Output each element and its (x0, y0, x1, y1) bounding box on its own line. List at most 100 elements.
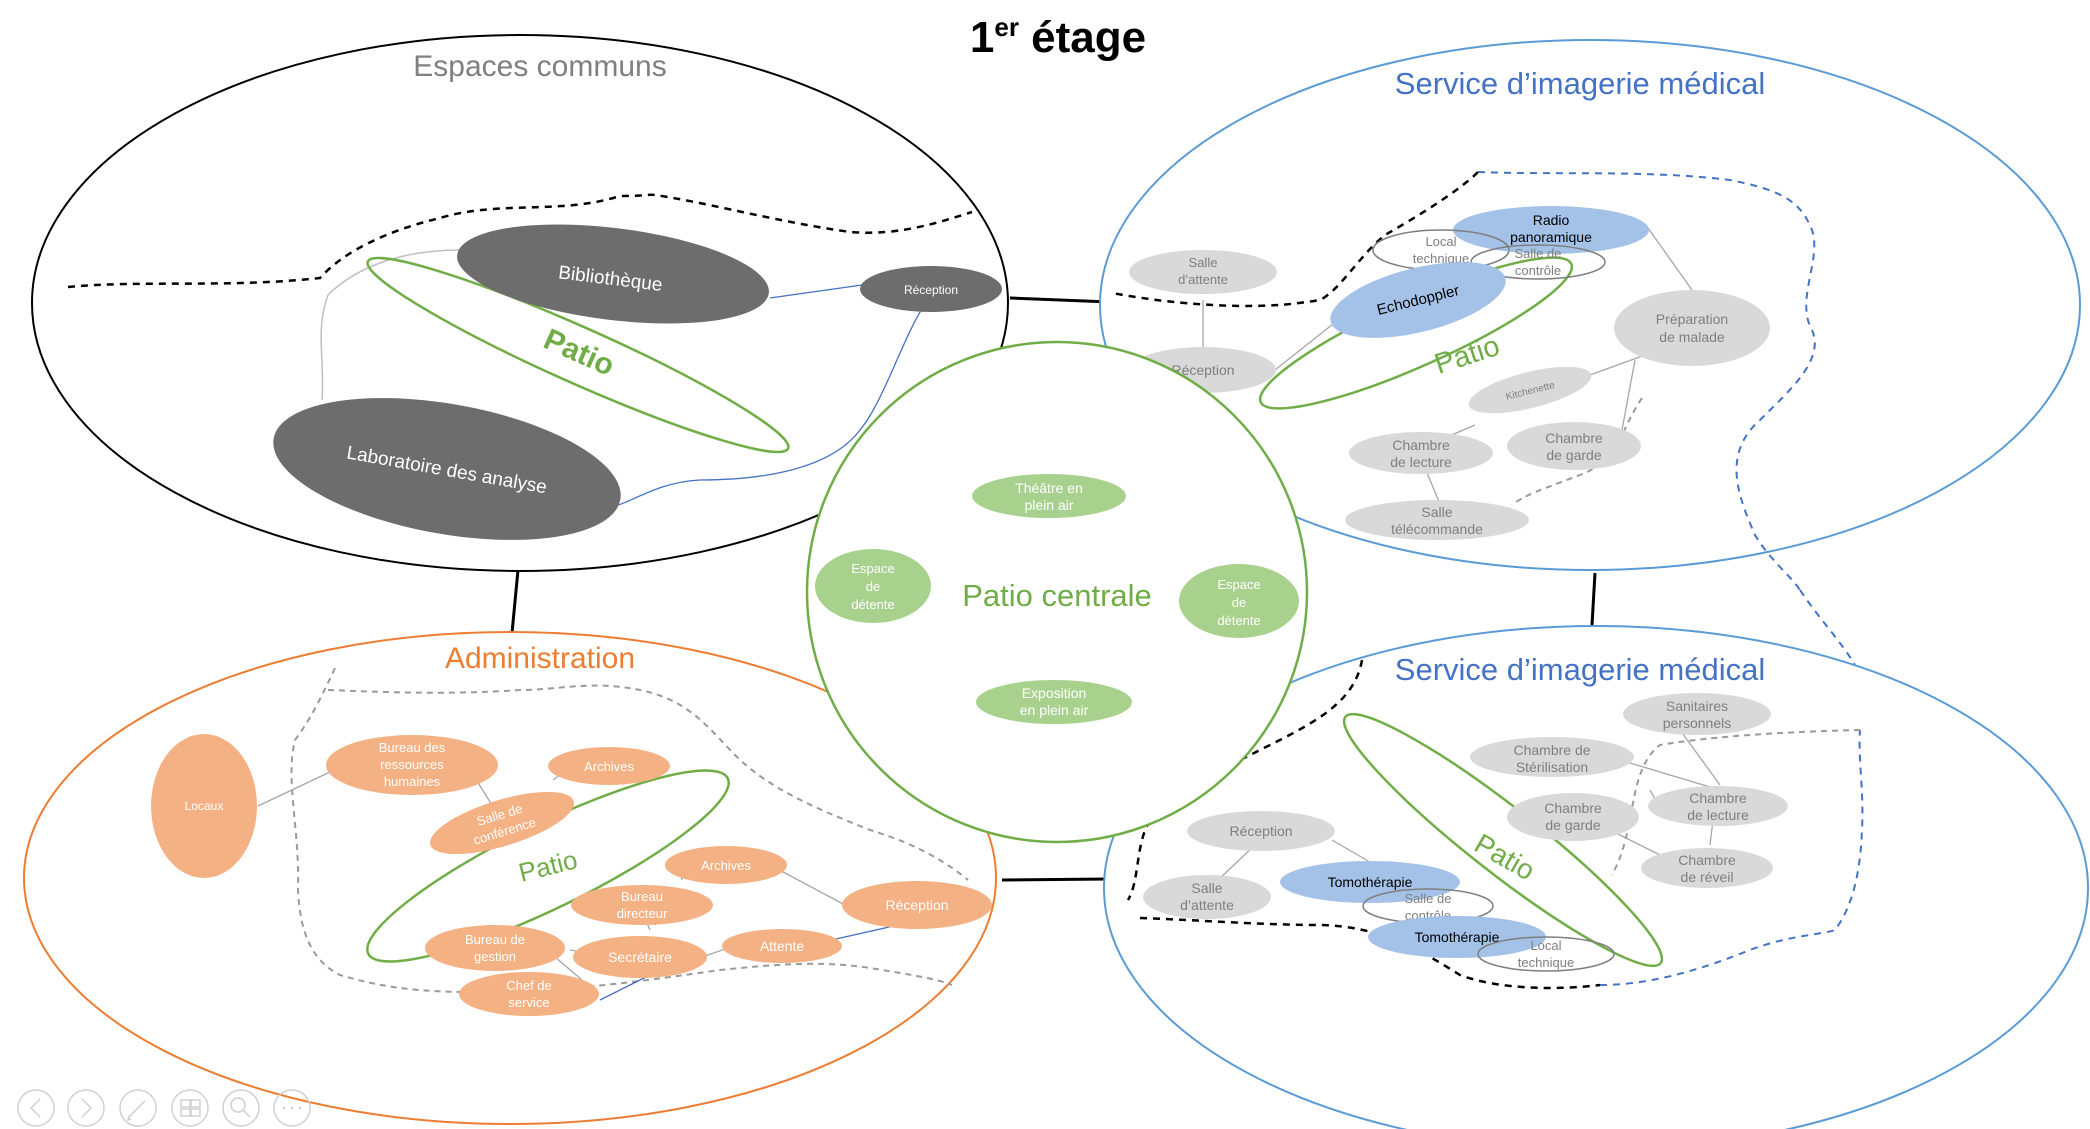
node-label: Tomothérapie (1415, 929, 1500, 945)
node-label: Exposition (1022, 685, 1087, 701)
node-laboratoire (273, 398, 621, 540)
dashed-boundary (1111, 171, 1479, 308)
link-line (769, 284, 863, 299)
node-radio-panoramique (1453, 206, 1649, 254)
node-label: Local (1530, 938, 1561, 953)
cluster-title: Service d’imagerie médical (1395, 66, 1765, 101)
node-label: Espace (851, 561, 894, 576)
connector-communs-centrale (1009, 296, 1111, 304)
node-label: Local (1425, 234, 1456, 249)
node-bureau-rh (326, 735, 498, 795)
node-label: Chef de (506, 978, 552, 993)
node-label: Archives (701, 858, 751, 873)
cluster-boundary (805, 340, 1309, 844)
node-label: Salle (1191, 880, 1222, 896)
node-espace-detente-droite (1179, 564, 1299, 638)
node-chambre-garde (1507, 793, 1639, 841)
node-label: technique (1518, 955, 1574, 970)
node-label: Réception (1171, 362, 1234, 378)
node-reception (860, 266, 1002, 312)
node-salle-attente (1143, 875, 1271, 919)
node-label: ressources (380, 757, 444, 772)
node-label: Salle (1189, 255, 1218, 270)
cluster-boundary (23, 631, 997, 1125)
zoom-icon (230, 1097, 246, 1113)
node-label: de réveil (1681, 869, 1734, 885)
node-chambre-lecture (1349, 432, 1493, 474)
next-slide-button[interactable] (67, 1089, 105, 1127)
node-label: Secrétaire (608, 949, 672, 965)
node-label: Théâtre en (1015, 480, 1083, 496)
node-secretaire (573, 936, 707, 978)
pen-button[interactable] (119, 1089, 157, 1127)
presentation-controls (17, 1089, 311, 1127)
node-label: Salle (1421, 504, 1452, 520)
cluster-boundary (1103, 625, 2089, 1129)
dashed-boundary (1611, 729, 1861, 876)
node-label: Préparation (1656, 311, 1728, 327)
link-line (320, 249, 461, 401)
cluster-patio-centrale: Théâtre en plein air Espace de détente E… (805, 340, 1309, 844)
node-tomotherapie-1 (1280, 861, 1460, 903)
slides-button[interactable] (171, 1089, 209, 1127)
node-bureau-gestion (425, 925, 565, 971)
node-label: Radio (1533, 212, 1570, 228)
node-chambre-lecture (1648, 786, 1788, 826)
node-label: Chambre (1544, 800, 1602, 816)
title-rest: étage (1019, 13, 1146, 62)
node-label: Chambre de (1513, 742, 1590, 758)
cluster-title: Patio centrale (962, 578, 1152, 613)
node-label: télécommande (1391, 521, 1483, 537)
slides-icon (180, 1099, 191, 1108)
dashed-boundary (327, 684, 969, 881)
cluster-administration: Patio Locaux Bureau des ressources humai… (23, 631, 997, 1125)
connector-imagerie-top-bottom (1590, 572, 1597, 626)
cluster-boundary (1099, 39, 2081, 571)
node-theatre (972, 474, 1126, 518)
node-salle-telecommande (1345, 500, 1529, 540)
node-label: Stérilisation (1516, 759, 1588, 775)
node-reception (842, 881, 992, 929)
node-kitchenette (1468, 366, 1592, 414)
zoom-button[interactable] (222, 1089, 260, 1127)
node-label: de garde (1545, 817, 1600, 833)
dashed-boundary (1126, 659, 1364, 901)
node-label: directeur (617, 906, 668, 921)
node-salle-attente (1129, 250, 1277, 294)
node-archives-2 (665, 846, 787, 884)
pen-icon (126, 1100, 146, 1122)
link-lines (1217, 729, 1721, 881)
node-bureau-directeur (571, 885, 713, 925)
dashed-boundary (1799, 589, 1856, 666)
connector-communs-administration (510, 569, 520, 634)
node-salle-conference (429, 791, 575, 855)
node-label: détente (1217, 613, 1260, 628)
dashed-boundary (1511, 397, 1643, 506)
node-sterilisation (1470, 737, 1634, 777)
node-label: détente (851, 597, 894, 612)
node-tomotherapie-2 (1368, 916, 1546, 958)
cluster-connectors (510, 296, 1597, 882)
more-options-button[interactable] (273, 1089, 311, 1127)
node-label: de garde (1546, 447, 1601, 463)
node-label: Archives (584, 759, 634, 774)
node-label: Attente (760, 938, 805, 954)
node-chef-service (459, 972, 599, 1016)
node-label: Réception (904, 283, 958, 297)
cluster-imagerie-top: Patio Salle d’attente Réception Radio pa… (1099, 39, 2081, 666)
cluster-imagerie-bottom: Patio Sanitaires personnels Chambre de S… (1103, 625, 2089, 1129)
node-preparation (1614, 290, 1770, 366)
next-arrow-icon (81, 1098, 93, 1118)
previous-slide-button[interactable] (17, 1089, 55, 1127)
node-espace-detente-gauche (815, 549, 931, 623)
link-lines (1202, 227, 1693, 505)
node-label: gestion (474, 949, 516, 964)
node-label: Locaux (185, 799, 224, 813)
node-locaux (151, 734, 257, 878)
node-label: Bureau (621, 889, 663, 904)
node-reception (1187, 811, 1335, 851)
node-label: Tomothérapie (1328, 874, 1413, 890)
node-salle-controle (1470, 244, 1606, 280)
node-label: Salle de (1405, 891, 1452, 906)
